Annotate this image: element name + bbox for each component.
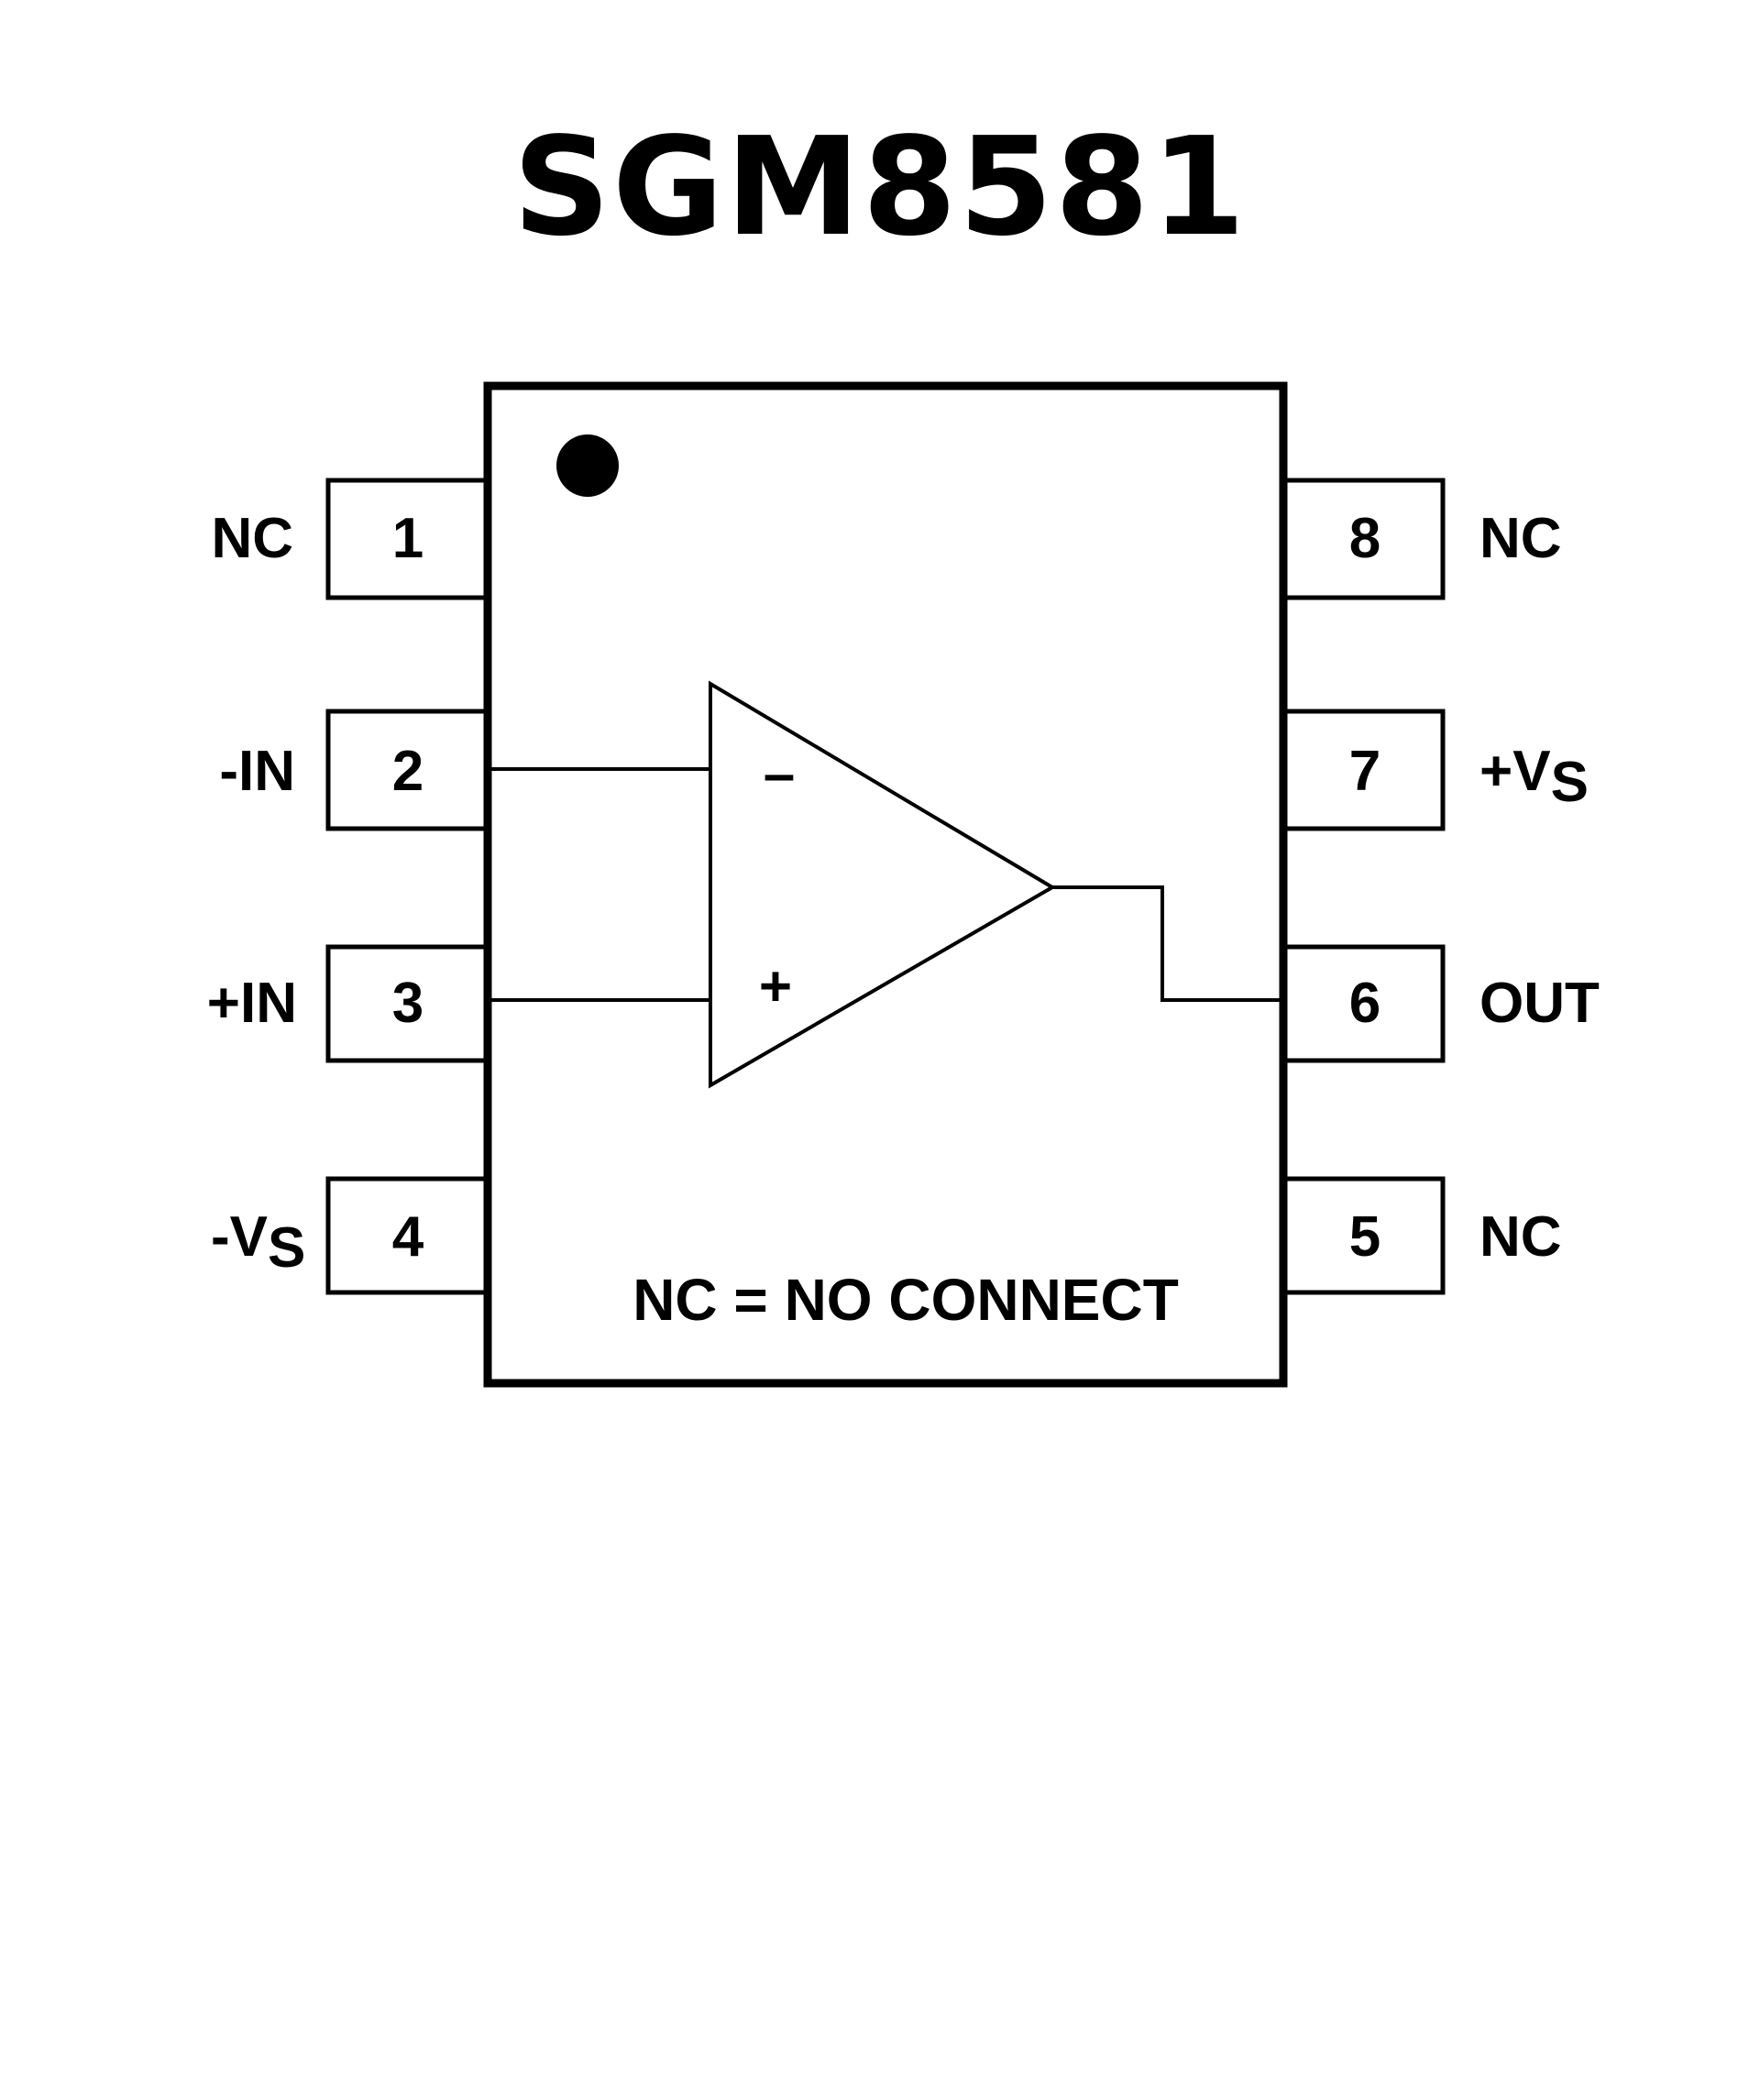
pin-box bbox=[325, 944, 484, 1063]
pin-name-main: +V bbox=[1480, 740, 1551, 803]
opamp-symbol: – + bbox=[491, 680, 1280, 1089]
pin-number: 1 bbox=[392, 507, 424, 570]
left-pin-1: 1 NC bbox=[211, 478, 484, 600]
nc-legend-note: NC = NO CONNECT bbox=[632, 1267, 1179, 1333]
pin-box bbox=[325, 478, 484, 600]
right-pin-7: 7 +VS bbox=[1287, 709, 1589, 831]
pin-number: 3 bbox=[392, 972, 424, 1035]
inverting-sign: – bbox=[764, 742, 795, 806]
pin-name: -VS bbox=[211, 1205, 305, 1280]
pin-box bbox=[1287, 944, 1446, 1063]
pin1-marker-dot-icon bbox=[556, 434, 619, 497]
pin-name-subscript: S bbox=[1551, 751, 1589, 814]
pin-number: 6 bbox=[1349, 972, 1380, 1035]
pin-number: 7 bbox=[1349, 740, 1380, 803]
pin-name: NC bbox=[1480, 1205, 1562, 1269]
pin-name-subscript: S bbox=[268, 1216, 305, 1280]
pin-box bbox=[325, 709, 484, 831]
pin-number: 2 bbox=[392, 740, 424, 803]
pin-box bbox=[1287, 709, 1446, 831]
pin-number: 5 bbox=[1349, 1205, 1380, 1269]
pin-box bbox=[1287, 1176, 1446, 1295]
noninverting-sign: + bbox=[759, 955, 792, 1018]
pin-box bbox=[1287, 478, 1446, 600]
left-pin-4: 4 -VS bbox=[211, 1176, 484, 1295]
pin-name: NC bbox=[1480, 507, 1562, 570]
left-pin-3: 3 +IN bbox=[207, 944, 484, 1063]
right-pin-5: 5 NC bbox=[1287, 1176, 1562, 1295]
right-pin-8: 8 NC bbox=[1287, 478, 1562, 600]
pin-name-main: -V bbox=[211, 1205, 268, 1269]
ic-body bbox=[483, 381, 1288, 1388]
pin-name: +IN bbox=[207, 972, 297, 1035]
page-title: SGM8581 bbox=[512, 108, 1248, 266]
pin-name: OUT bbox=[1480, 972, 1600, 1035]
pin-name: NC bbox=[211, 507, 293, 570]
wire-output bbox=[1052, 885, 1280, 1002]
left-pin-2: 2 -IN bbox=[219, 709, 484, 831]
pin-number: 4 bbox=[392, 1205, 424, 1269]
opamp-triangle bbox=[709, 680, 1056, 1089]
pin-number: 8 bbox=[1349, 507, 1380, 570]
pin-box bbox=[325, 1176, 484, 1295]
pin-name: +VS bbox=[1480, 740, 1589, 814]
pin-name: -IN bbox=[219, 740, 295, 803]
right-pin-6: 6 OUT bbox=[1287, 944, 1600, 1063]
